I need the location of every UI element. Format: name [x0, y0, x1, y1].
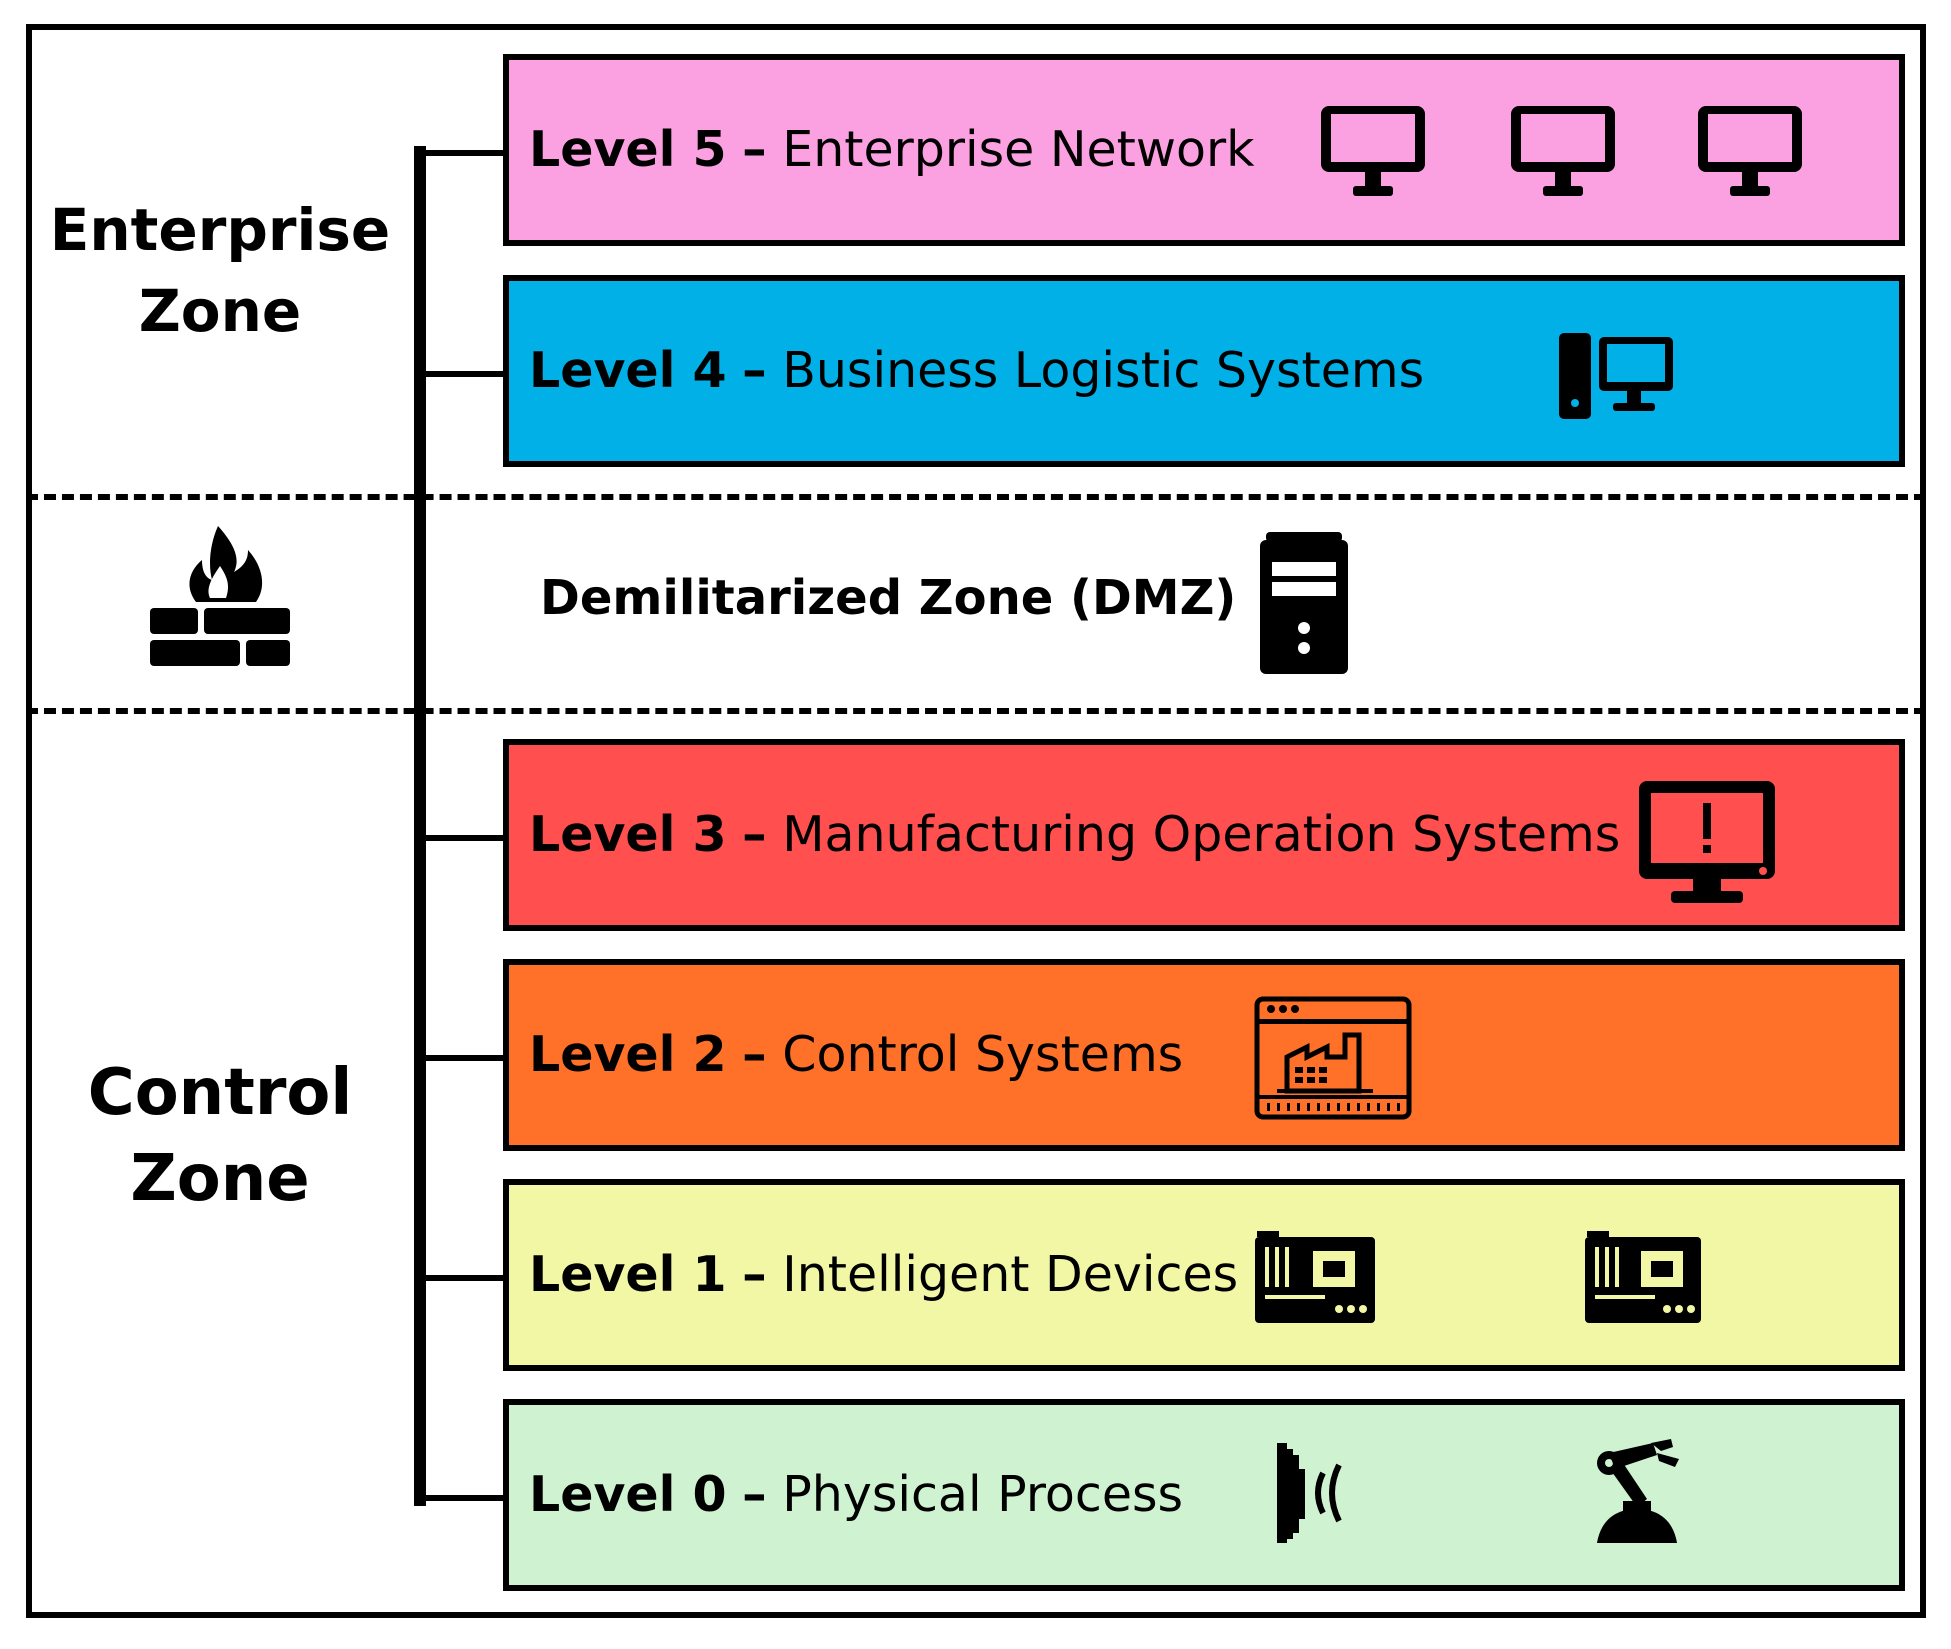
desktop-monitor-icon-3 — [1698, 106, 1802, 196]
level-4-separator: – — [742, 342, 767, 399]
control-zone-line2: Zone — [130, 1142, 310, 1217]
alert-monitor-icon — [1639, 781, 1775, 903]
dmz-lower-boundary — [26, 708, 1926, 714]
level-5-title: Enterprise Network — [782, 121, 1255, 178]
level-4-label: Level 4 – Business Logistic Systems — [529, 281, 1424, 461]
scada-window-icon — [1254, 996, 1412, 1120]
bus-connector-level-3 — [420, 835, 506, 841]
level-1-number: Level 1 — [529, 1246, 727, 1303]
level-1-box: Level 1 – Intelligent Devices — [503, 1179, 1905, 1371]
level-5-number: Level 5 — [529, 121, 727, 178]
sensor-icon — [1277, 1443, 1342, 1543]
level-0-separator: – — [742, 1466, 767, 1523]
level-5-label: Level 5 – Enterprise Network — [529, 60, 1254, 240]
level-3-label: Level 3 – Manufacturing Operation System… — [529, 745, 1620, 925]
plc-module-icon-2 — [1585, 1231, 1701, 1323]
control-zone-label: Control Zone — [40, 1050, 400, 1223]
level-0-number: Level 0 — [529, 1466, 727, 1523]
level-0-box: Level 0 – Physical Process — [503, 1399, 1905, 1591]
level-2-separator: – — [742, 1026, 767, 1083]
level-3-box: Level 3 – Manufacturing Operation System… — [503, 739, 1905, 931]
level-1-separator: – — [742, 1246, 767, 1303]
plc-module-icon-1 — [1255, 1231, 1375, 1323]
firewall-icon — [150, 526, 290, 666]
desktop-monitor-icon-1 — [1321, 106, 1425, 196]
bus-connector-level-0 — [420, 1495, 506, 1501]
level-4-number: Level 4 — [529, 342, 727, 399]
desktop-monitor-icon-2 — [1511, 106, 1615, 196]
server-tower-icon — [1260, 532, 1348, 674]
bus-connector-level-4 — [420, 371, 506, 377]
diagram-frame — [26, 24, 1926, 1618]
dmz-label: Demilitarized Zone (DMZ) — [540, 570, 1237, 626]
level-3-number: Level 3 — [529, 806, 727, 863]
dmz-upper-boundary — [26, 494, 1926, 500]
level-4-box: Level 4 – Business Logistic Systems — [503, 275, 1905, 467]
level-0-label: Level 0 – Physical Process — [529, 1405, 1183, 1585]
level-2-title: Control Systems — [782, 1026, 1184, 1083]
desktop-monitor-icon — [1321, 106, 1802, 196]
level-4-title: Business Logistic Systems — [782, 342, 1425, 399]
level-2-label: Level 2 – Control Systems — [529, 965, 1183, 1145]
level-2-box: Level 2 – Control Systems — [503, 959, 1905, 1151]
network-bus-line — [414, 146, 426, 1506]
level-5-separator: – — [742, 121, 767, 178]
bus-connector-level-2 — [420, 1055, 506, 1061]
level-1-title: Intelligent Devices — [782, 1246, 1239, 1303]
level-5-box: Level 5 – Enterprise Network — [503, 54, 1905, 246]
plc-module-icon — [1255, 1231, 1701, 1323]
level-2-number: Level 2 — [529, 1026, 727, 1083]
level-0-title: Physical Process — [782, 1466, 1184, 1523]
workstation-icon — [1559, 333, 1673, 419]
robot-arm-icon — [1597, 1439, 1679, 1543]
enterprise-zone-line1: Enterprise — [49, 196, 391, 264]
enterprise-zone-line2: Zone — [138, 277, 302, 346]
bus-connector-level-5 — [420, 150, 506, 156]
bus-connector-level-1 — [420, 1275, 506, 1281]
level-1-label: Level 1 – Intelligent Devices — [529, 1185, 1238, 1365]
level-3-separator: – — [742, 806, 767, 863]
level-3-title: Manufacturing Operation Systems — [782, 806, 1621, 863]
control-zone-line1: Control — [87, 1056, 353, 1130]
enterprise-zone-label: Enterprise Zone — [40, 190, 400, 352]
